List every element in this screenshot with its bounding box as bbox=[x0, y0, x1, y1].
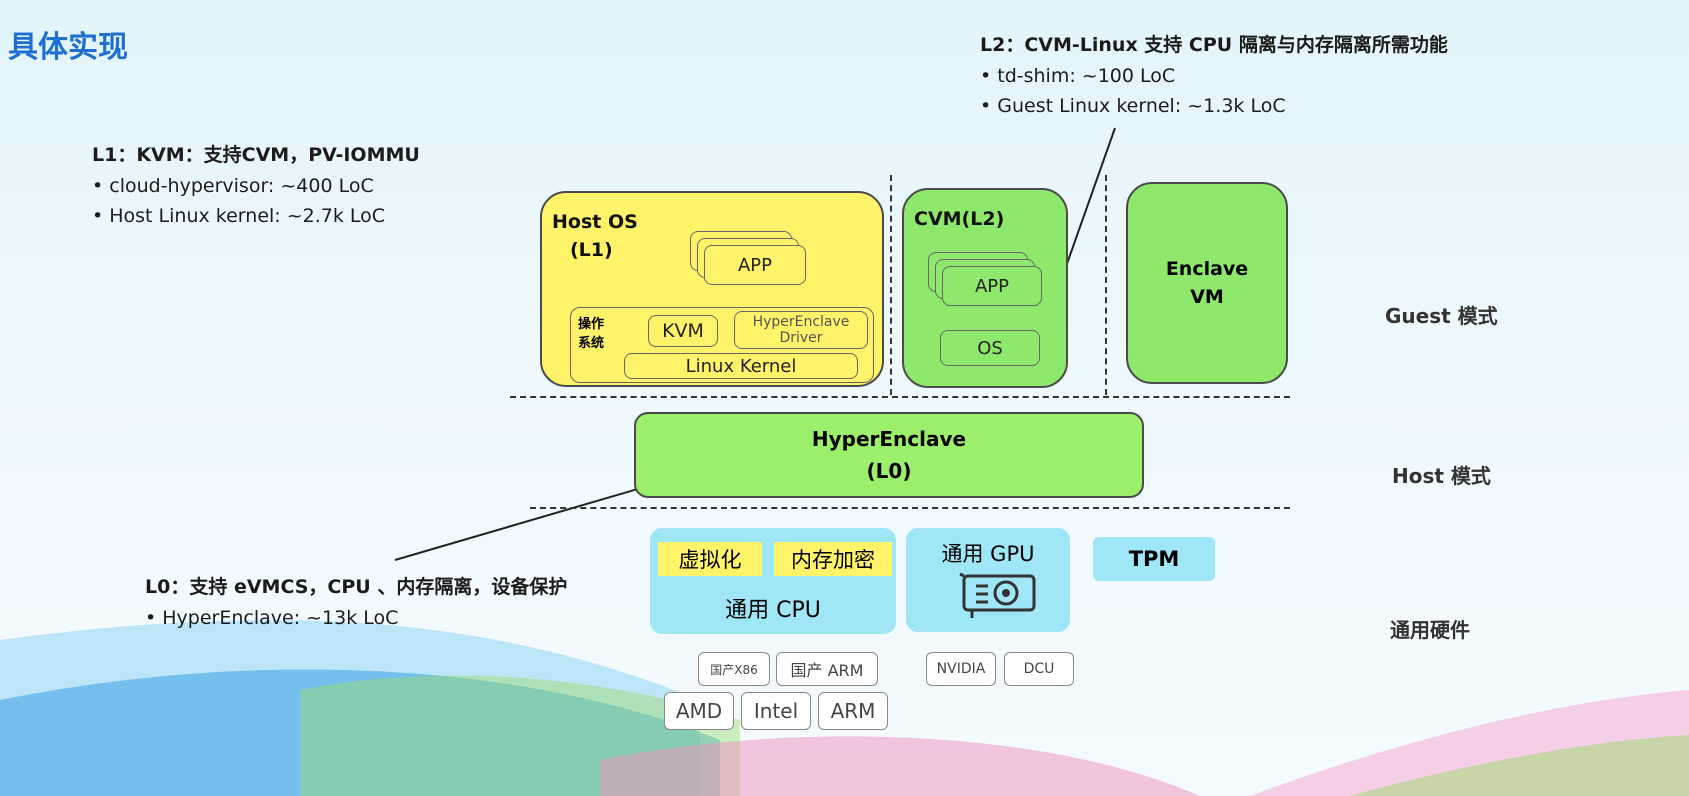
note-l2-head: L2：CVM-Linux 支持 CPU 隔离与内存隔离所需功能 bbox=[980, 34, 1448, 56]
note-l0: L0：支持 eVMCS，CPU 、内存隔离，设备保护 • HyperEnclav… bbox=[145, 572, 567, 637]
cvm-box: CVM(L2) APP OS bbox=[902, 188, 1068, 388]
hyperenclave-level: (L0) bbox=[866, 459, 912, 483]
memory-encryption-box: 内存加密 bbox=[774, 542, 892, 576]
note-l0-item: • HyperEnclave: ~13k LoC bbox=[145, 607, 399, 629]
mode-hardware: 通用硬件 bbox=[1390, 618, 1470, 642]
host-app-box: APP bbox=[704, 245, 806, 285]
cvm-app-box: APP bbox=[942, 266, 1042, 306]
note-l2: L2：CVM-Linux 支持 CPU 隔离与内存隔离所需功能 • td-shi… bbox=[980, 30, 1448, 125]
note-l1: L1：KVM：支持CVM，PV-IOMMU • cloud-hypervisor… bbox=[92, 140, 420, 235]
os-label-line: 系统 bbox=[578, 336, 605, 351]
virtualization-box: 虚拟化 bbox=[658, 542, 762, 576]
vm-divider-1 bbox=[890, 175, 892, 395]
hyperenclave-box: HyperEnclave (L0) bbox=[634, 412, 1144, 498]
hyperenclave-driver-box: HyperEnclave Driver bbox=[734, 311, 868, 349]
gpu-icon bbox=[959, 572, 1036, 618]
host-os-label: Host OS bbox=[552, 211, 638, 233]
guest-host-divider bbox=[510, 396, 1290, 398]
os-label-line: 操作 bbox=[578, 317, 605, 332]
host-os-level: (L1) bbox=[570, 239, 613, 261]
chip-intel: Intel bbox=[741, 692, 811, 730]
mode-host: Host 模式 bbox=[1392, 464, 1491, 488]
note-l1-item: • Host Linux kernel: ~2.7k LoC bbox=[92, 205, 386, 227]
kvm-box: KVM bbox=[648, 315, 718, 347]
host-os-box: Host OS (L1) APP 操作 系统 KVM HyperEnclave … bbox=[540, 191, 884, 387]
note-l2-item: • td-shim: ~100 LoC bbox=[980, 65, 1176, 87]
note-l0-head: L0：支持 eVMCS，CPU 、内存隔离，设备保护 bbox=[145, 576, 568, 598]
vm-divider-2 bbox=[1105, 175, 1107, 395]
chip-arm-cn: 国产 ARM bbox=[776, 652, 878, 686]
enclave-label: VM bbox=[1190, 286, 1224, 308]
note-l1-item: • cloud-hypervisor: ~400 LoC bbox=[92, 175, 374, 197]
cvm-os-box: OS bbox=[940, 330, 1040, 366]
mode-guest: Guest 模式 bbox=[1385, 304, 1498, 328]
cpu-label: 通用 CPU bbox=[725, 598, 821, 623]
driver-line: Driver bbox=[779, 330, 823, 346]
page-title: 具体实现 bbox=[8, 30, 128, 65]
chip-x86-cn: 国产X86 bbox=[698, 652, 770, 686]
os-label: 操作 系统 bbox=[578, 315, 604, 353]
host-hw-divider bbox=[530, 507, 1290, 509]
linux-kernel-box: Linux Kernel bbox=[624, 353, 858, 379]
enclave-label: Enclave bbox=[1165, 258, 1249, 280]
tpm-box: TPM bbox=[1093, 537, 1215, 581]
chip-dcu: DCU bbox=[1004, 652, 1074, 686]
hyperenclave-label: HyperEnclave bbox=[811, 427, 967, 451]
enclave-vm-box: Enclave VM bbox=[1126, 182, 1288, 384]
cvm-label: CVM(L2) bbox=[914, 208, 1005, 230]
gpu-label: 通用 GPU bbox=[941, 542, 1035, 566]
cpu-box: 虚拟化 内存加密 通用 CPU bbox=[650, 528, 896, 634]
chip-arm: ARM bbox=[818, 692, 888, 730]
gpu-box: 通用 GPU bbox=[906, 528, 1070, 632]
chip-nvidia: NVIDIA bbox=[926, 652, 996, 686]
driver-line: HyperEnclave bbox=[752, 314, 850, 330]
note-l2-item: • Guest Linux kernel: ~1.3k LoC bbox=[980, 95, 1286, 117]
chip-amd: AMD bbox=[664, 692, 734, 730]
note-l1-head: L1：KVM：支持CVM，PV-IOMMU bbox=[92, 144, 420, 166]
